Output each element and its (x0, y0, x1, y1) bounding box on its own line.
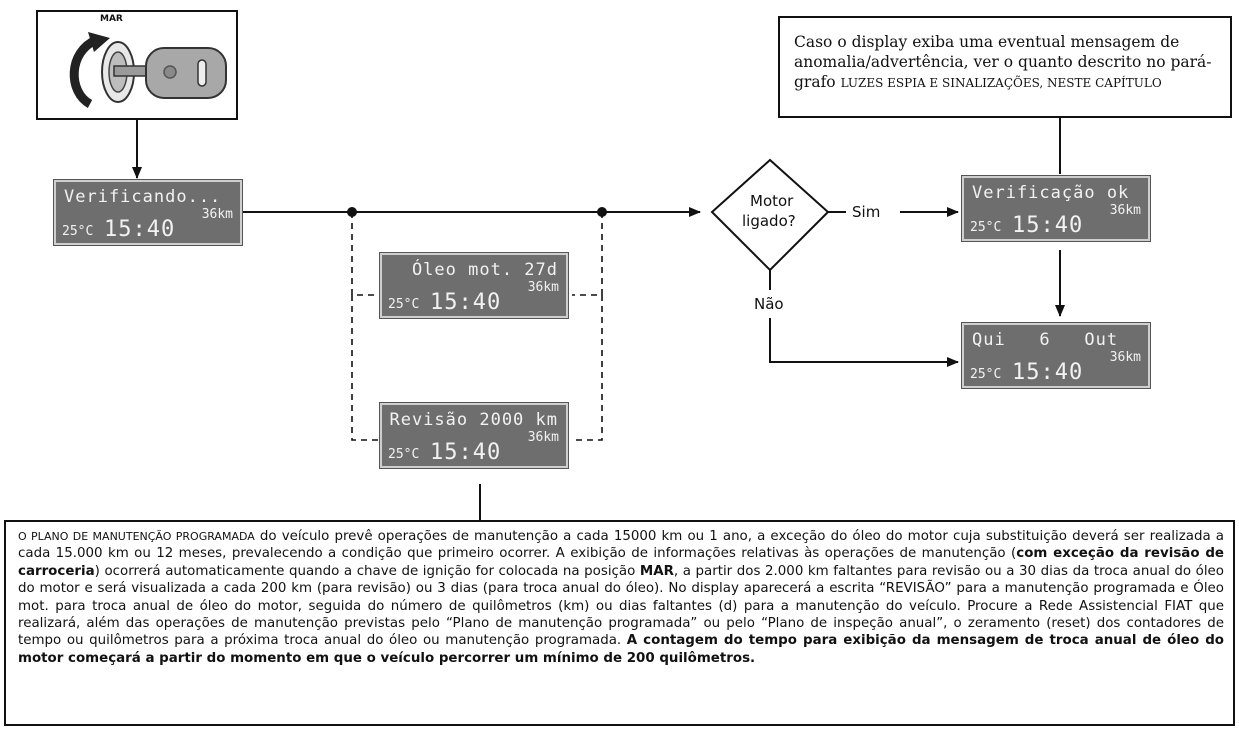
display-verificacao-ok: Verificação ok 36km 25°C 15:40 (962, 176, 1150, 241)
note-caps-text: LUZES ESPIA E SINALIZAÇÕES, NESTE CAPÍTU… (840, 76, 1162, 90)
info-caps-heading: O PLANO DE MANUTENÇÃO PROGRAMADA (18, 530, 255, 543)
info-text-2: ) ocorrerá automaticamente quando a chav… (94, 563, 640, 579)
display-km: 36km (201, 207, 233, 222)
info-bold-3: A contagem do tempo para exibição da men… (18, 633, 1225, 666)
maintenance-info-box: O PLANO DE MANUTENÇÃO PROGRAMADA do veíc… (4, 520, 1235, 726)
decision-question-line2: ligado? (742, 212, 796, 230)
display-time: 15:40 (430, 290, 502, 315)
display-time: 15:40 (1012, 213, 1084, 238)
display-temperature: 25°C (970, 220, 1002, 235)
display-temperature: 25°C (388, 297, 420, 312)
display-temperature: 25°C (62, 224, 94, 239)
display-temperature: 25°C (970, 367, 1002, 382)
display-km: 36km (527, 280, 559, 295)
junction-dot-left (347, 207, 357, 217)
dashed-branch-right-oleo (572, 212, 603, 296)
display-message: Óleo mot. 27d (411, 260, 558, 280)
decision-question-line1: Motor (750, 192, 794, 210)
note-text: Caso o display exiba uma eventual mensag… (794, 33, 1212, 91)
display-message: Revisão 2000 km (389, 410, 558, 430)
info-bold-2: MAR (639, 563, 674, 579)
yes-label: Sim (852, 203, 881, 221)
display-temperature: 25°C (388, 447, 420, 462)
ignition-key-panel: MAR (36, 10, 238, 120)
display-km: 36km (1109, 203, 1141, 218)
display-time: 15:40 (430, 440, 502, 465)
info-text-3: , a partir dos 2.000 km faltantes para r… (18, 563, 1224, 649)
display-revisao: Revisão 2000 km 36km 25°C 15:40 (380, 403, 568, 468)
info-bold-1: com exceção da revisão de carroceria (18, 546, 1225, 579)
no-label: Não (754, 295, 784, 313)
dashed-branch-left-oleo (351, 212, 380, 296)
arrow-nao-route (769, 318, 959, 367)
display-km: 36km (1109, 350, 1141, 365)
display-oleo: Óleo mot. 27d 36km 25°C 15:40 (380, 253, 568, 318)
display-time: 15:40 (1012, 360, 1084, 385)
display-verificando: Verificando... 36km 25°C 15:40 (54, 180, 242, 245)
junction-dot-right (597, 207, 607, 217)
dashed-branch-right-revisao (572, 295, 603, 441)
display-message: Verificando... (64, 187, 222, 207)
display-data: Qui 6 Out 36km 25°C 15:40 (962, 323, 1150, 388)
display-km: 36km (527, 430, 559, 445)
dashed-branch-left-revisao (351, 295, 380, 441)
display-time: 15:40 (104, 217, 176, 242)
ignition-key-icon (69, 32, 227, 108)
display-message: Verificação ok (972, 183, 1130, 203)
display-message: Qui 6 Out (972, 330, 1119, 350)
mar-position-label: MAR (100, 14, 123, 24)
info-text-1: do veículo prevê operações de manutenção… (18, 529, 1224, 562)
warning-note-box: Caso o display exiba uma eventual mensag… (778, 16, 1232, 118)
